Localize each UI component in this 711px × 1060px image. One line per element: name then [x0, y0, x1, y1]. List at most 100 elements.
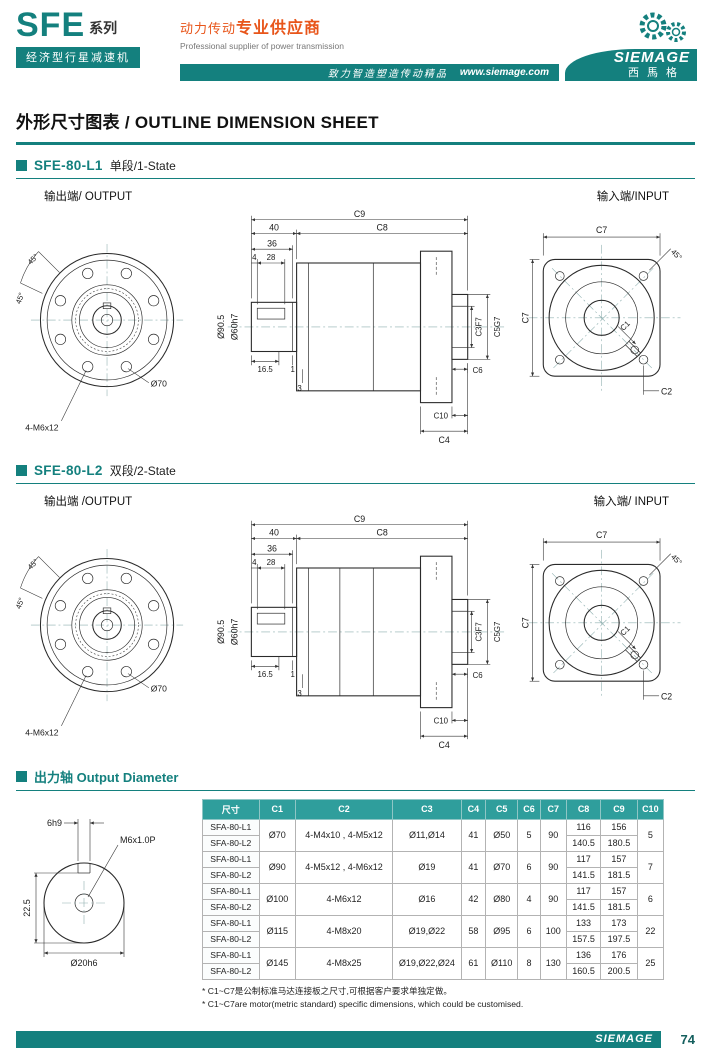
- table-header-cell: C10: [636, 798, 665, 820]
- output-end-label: 输出端/ OUTPUT: [44, 191, 133, 203]
- table-header-cell: C8: [565, 798, 602, 820]
- dim-16-5-label: 16.5: [257, 670, 273, 679]
- slogan-text: 致力智造塑造传动精品: [327, 69, 448, 80]
- table-cell: 157.5: [565, 930, 602, 948]
- table-row: SFA-80-L1 Ø115 4-M8x20 Ø19,Ø22 58 Ø95 6 …: [202, 914, 665, 948]
- section-bullet-icon: [16, 464, 27, 476]
- table-cell: 4: [517, 882, 541, 916]
- section1-drawings: 45° 45° Ø70 4-M6x12: [0, 204, 711, 450]
- dim-c2-label: C2: [661, 387, 672, 397]
- website-text: www.siemage.com: [459, 67, 549, 78]
- table-cell: 6: [517, 914, 541, 948]
- table-cell-model: SFA-80-L1: [202, 946, 260, 964]
- table-cell: 176: [600, 946, 638, 964]
- table-cell: Ø70: [485, 850, 519, 884]
- table-header-cell: C7: [539, 798, 567, 820]
- supplier-cn-text: 动力传动: [180, 21, 237, 36]
- table-cell: 58: [460, 914, 487, 948]
- table-row: SFA-80-L2 160.5 200.5: [202, 962, 664, 980]
- table-cell: Ø70: [258, 818, 297, 852]
- dim-key-depth-label: 22.5: [22, 899, 32, 917]
- input-flange-drawing: C7 C7 45° C1 C2: [521, 530, 684, 702]
- brand-suffix: 系列: [89, 20, 118, 36]
- table-cell: 22: [636, 914, 665, 948]
- supplier-cn-bold: 专业供应商: [236, 20, 322, 37]
- table-cell: Ø95: [485, 914, 519, 948]
- section3-header: 出力轴 Output Diameter: [16, 767, 695, 791]
- footer-brand-bar: SIEMAGE: [16, 1031, 661, 1048]
- table-row: SFA-80-L1 Ø90 4-M5x12 , 4-M6x12 Ø19 41 Ø…: [202, 850, 665, 884]
- dim-bolt-circle-label: Ø70: [151, 379, 167, 389]
- table-cell: 90: [539, 850, 567, 884]
- dim-angle-label: 45°: [14, 596, 26, 610]
- table-cell: 181.5: [600, 898, 638, 916]
- dim-c8-label: C8: [376, 223, 387, 233]
- table-cell-model: SFA-80-L2: [202, 962, 260, 980]
- section3-title: 出力轴 Output Diameter: [34, 769, 179, 785]
- page-header: SFE 系列 经济型行星减速机 动力传动专业供应商 Professional s…: [0, 0, 711, 96]
- dim-c1-label: C1: [618, 624, 631, 637]
- table-cell: 4-M5x12 , 4-M6x12: [294, 850, 394, 884]
- table-cell: 41: [460, 818, 487, 852]
- table-cell-model: SFA-80-L1: [202, 914, 260, 932]
- table-header-cell: 尺寸: [202, 798, 260, 820]
- dim-c7-label: C7: [521, 312, 531, 323]
- dim-body-dia-label: Ø90.5: [215, 315, 225, 339]
- output-flange-drawing: 45° 45° Ø70 4-M6x12: [14, 243, 184, 432]
- dim-4-label: 4: [252, 558, 257, 567]
- section2-stage: 双段/2-State: [109, 463, 176, 478]
- dim-c3-label: C3F7: [474, 622, 483, 641]
- brand-tagline: 经济型行星减速机: [16, 47, 140, 68]
- table-header-cell: C9: [600, 798, 638, 820]
- section2-drawings: 45° 45° Ø70 4-M6x12: [0, 509, 711, 755]
- logo-name: SIEMAGE: [613, 49, 690, 66]
- table-header-cell: C5: [485, 798, 519, 820]
- table-cell: 5: [517, 818, 541, 852]
- logo-swoosh: [565, 49, 697, 81]
- table-cell: 117: [565, 882, 602, 900]
- page-number: 74: [680, 1032, 695, 1047]
- dim-4-label: 4: [252, 253, 257, 262]
- section1-model: SFE-80-L1: [34, 158, 103, 173]
- dim-bolt-circle-label: Ø70: [151, 683, 167, 693]
- input-flange-drawing: C7 C7 45° C1 C2: [521, 225, 684, 397]
- table-cell: Ø19: [392, 850, 462, 884]
- table-cell: 7: [636, 850, 665, 884]
- table-row: SFA-80-L2 141.5 181.5: [202, 898, 664, 916]
- dim-key-width-label: 6h9: [47, 818, 62, 828]
- table-cell: 141.5: [565, 898, 602, 916]
- table-cell: 6: [636, 882, 665, 916]
- section-bullet-icon: [16, 770, 27, 782]
- table-row: SFA-80-L2 157.5 197.5: [202, 930, 664, 948]
- dim-16-5-label: 16.5: [257, 365, 273, 374]
- footnotes: * C1~C7是公制标准马达连接板之尺寸,可根据客户要求单独定做。 * C1~C…: [202, 985, 664, 1012]
- table-cell-model: SFA-80-L2: [202, 898, 260, 916]
- table-row: SFA-80-L2 141.5 181.5: [202, 866, 664, 884]
- dim-c6-label: C6: [472, 671, 483, 680]
- side-section-drawing: C9 40 C8 36 4 28 Ø90.5 Ø60h7 16.5 1: [215, 514, 505, 750]
- section1-header: SFE-80-L1 单段/1-State: [16, 157, 695, 179]
- output-end-label: 输出端 /OUTPUT: [44, 495, 133, 508]
- dim-pilot-dia-label: Ø60h7: [229, 618, 239, 645]
- dim-1-label: 1: [290, 670, 294, 679]
- table-header-cell: C4: [460, 798, 487, 820]
- table-cell: Ø100: [258, 882, 297, 916]
- table-cell: 116: [565, 818, 602, 836]
- supplier-en-text: Professional supplier of power transmiss…: [180, 41, 344, 51]
- table-header-row: 尺寸 C1 C2 C3 C4 C5 C6 C7 C8 C9 C10: [202, 798, 665, 820]
- table-row: SFA-80-L1 Ø70 4-M4x10 , 4-M5x12 Ø11,Ø14 …: [202, 818, 665, 852]
- dim-36-label: 36: [267, 543, 277, 553]
- table-cell: 25: [636, 946, 665, 980]
- dim-c5-label: C5G7: [493, 317, 502, 338]
- dim-thread-label: M6x1.0P: [120, 835, 156, 845]
- dim-c7-label: C7: [596, 225, 607, 235]
- table-cell-model: SFA-80-L2: [202, 866, 260, 884]
- dim-angle-label: 45°: [26, 252, 40, 266]
- table-cell: 117: [565, 850, 602, 868]
- table-header-cell: C2: [294, 798, 394, 820]
- dimension-table: 尺寸 C1 C2 C3 C4 C5 C6 C7 C8 C9 C10: [202, 798, 665, 980]
- table-cell: 160.5: [565, 962, 602, 980]
- dim-28-label: 28: [266, 558, 275, 567]
- table-cell: 8: [517, 946, 541, 980]
- dim-c9-label: C9: [353, 514, 364, 524]
